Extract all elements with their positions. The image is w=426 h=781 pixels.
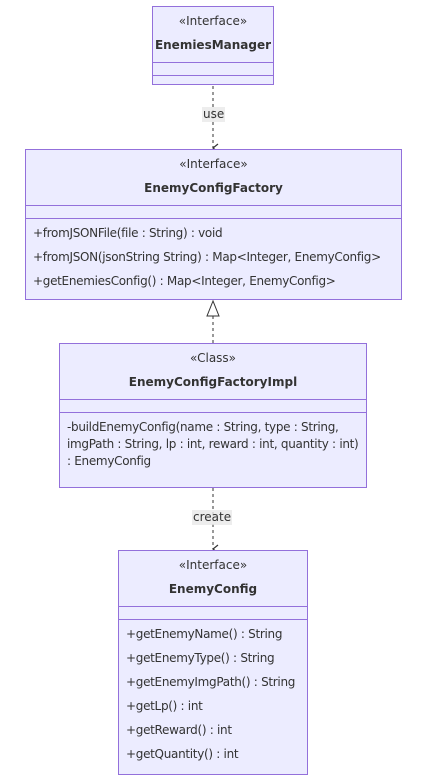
attributes-divider [153, 62, 273, 63]
enemy-config-factory-impl-name: EnemyConfigFactoryImpl [128, 375, 298, 389]
enemies-manager-name: EnemiesManager [154, 38, 272, 52]
method-get-enemy-type: +getEnemyType() : String [126, 651, 275, 665]
use-edge-label: use [202, 107, 226, 122]
method-get-reward: +getReward() : int [126, 723, 232, 737]
method-get-enemy-img-path: +getEnemyImgPath() : String [126, 675, 296, 689]
enemy-config-factory-impl-node: «Class» EnemyConfigFactoryImpl -buildEne… [59, 343, 367, 488]
method-from-json-file: +fromJSONFile(file : String) : void [33, 226, 223, 240]
methods-divider [26, 218, 401, 219]
methods-divider [119, 619, 307, 620]
method-get-enemies-config: +getEnemiesConfig() : Map<Integer, Enemy… [33, 274, 336, 288]
enemy-config-stereotype: «Interface» [178, 558, 248, 572]
attributes-divider [60, 399, 366, 400]
method-get-enemy-name: +getEnemyName() : String [126, 627, 283, 641]
enemy-config-factory-node: «Interface» EnemyConfigFactory +fromJSON… [25, 149, 402, 300]
method-build-enemy-config: -buildEnemyConfig(name : String, type : … [67, 420, 359, 468]
attributes-divider [119, 606, 307, 607]
enemies-manager-stereotype: «Interface» [178, 14, 248, 28]
method-from-json: +fromJSON(jsonString String) : Map<Integ… [33, 250, 381, 264]
enemy-config-name: EnemyConfig [168, 582, 258, 596]
enemy-config-factory-stereotype: «Interface» [179, 157, 248, 171]
methods-divider [60, 412, 366, 413]
method-get-lp: +getLp() : int [126, 699, 203, 713]
enemies-manager-node: «Interface» EnemiesManager [152, 6, 274, 85]
enemy-config-factory-name: EnemyConfigFactory [144, 181, 283, 195]
enemy-config-node: «Interface» EnemyConfig +getEnemyName() … [118, 550, 308, 775]
attributes-divider [26, 205, 401, 206]
realization-arrowhead [206, 299, 220, 317]
method-get-quantity: +getQuantity() : int [126, 747, 239, 761]
enemy-config-factory-impl-stereotype: «Class» [189, 351, 237, 365]
methods-divider [153, 75, 273, 76]
create-edge-label: create [192, 510, 233, 525]
